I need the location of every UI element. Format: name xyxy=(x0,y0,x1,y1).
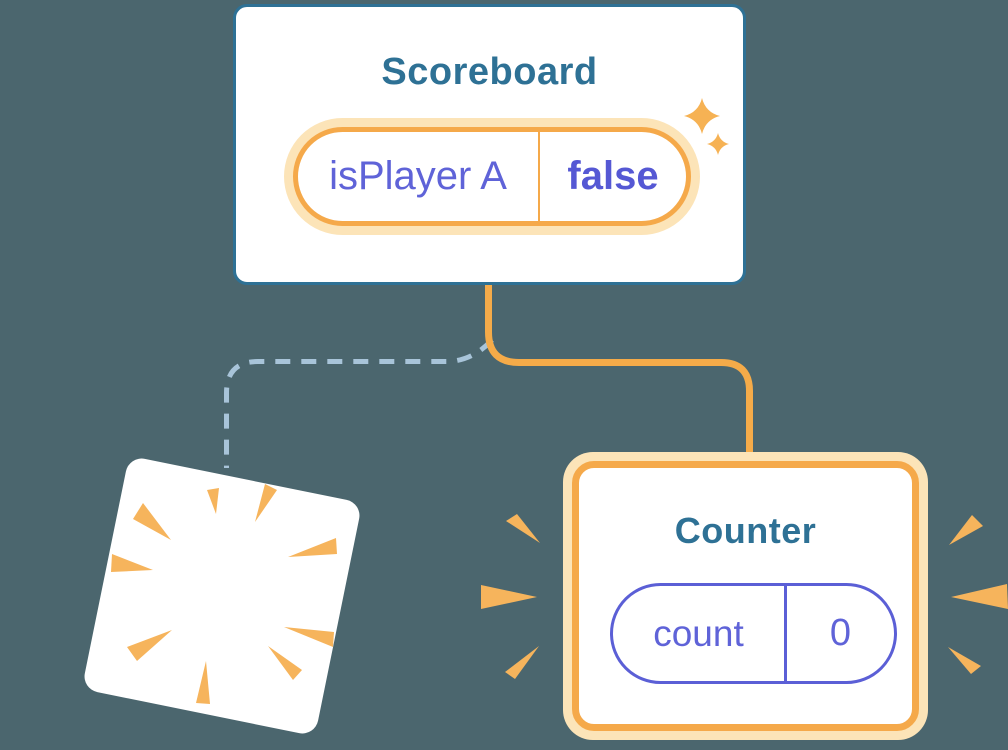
counter-component-card: Counter count 0 xyxy=(572,461,919,731)
counter-card-glow: Counter count 0 xyxy=(563,452,928,740)
poof-rays xyxy=(111,484,337,704)
state-value-label: false xyxy=(567,154,659,198)
poof-destroyed-component-icon xyxy=(84,458,360,734)
pill-divider xyxy=(538,132,540,221)
state-value-label: 0 xyxy=(829,612,852,654)
state-connector-line xyxy=(485,284,753,456)
dashed-connector-line xyxy=(224,338,494,468)
scoreboard-title: Scoreboard xyxy=(381,51,598,93)
state-key-label: count xyxy=(653,612,744,654)
scoreboard-state-pill: isPlayer A false xyxy=(293,127,691,226)
counter-title: Counter xyxy=(674,510,817,551)
state-key-label: isPlayer A xyxy=(329,154,507,198)
counter-state-pill: count 0 xyxy=(610,583,897,684)
scoreboard-component-card: Scoreboard isPlayer A false xyxy=(233,4,746,285)
emphasis-rays-icon xyxy=(481,514,1008,679)
scoreboard-state-pill-glow: isPlayer A false xyxy=(284,118,700,235)
destroyed-card-square xyxy=(84,458,360,734)
pill-divider xyxy=(784,586,787,681)
